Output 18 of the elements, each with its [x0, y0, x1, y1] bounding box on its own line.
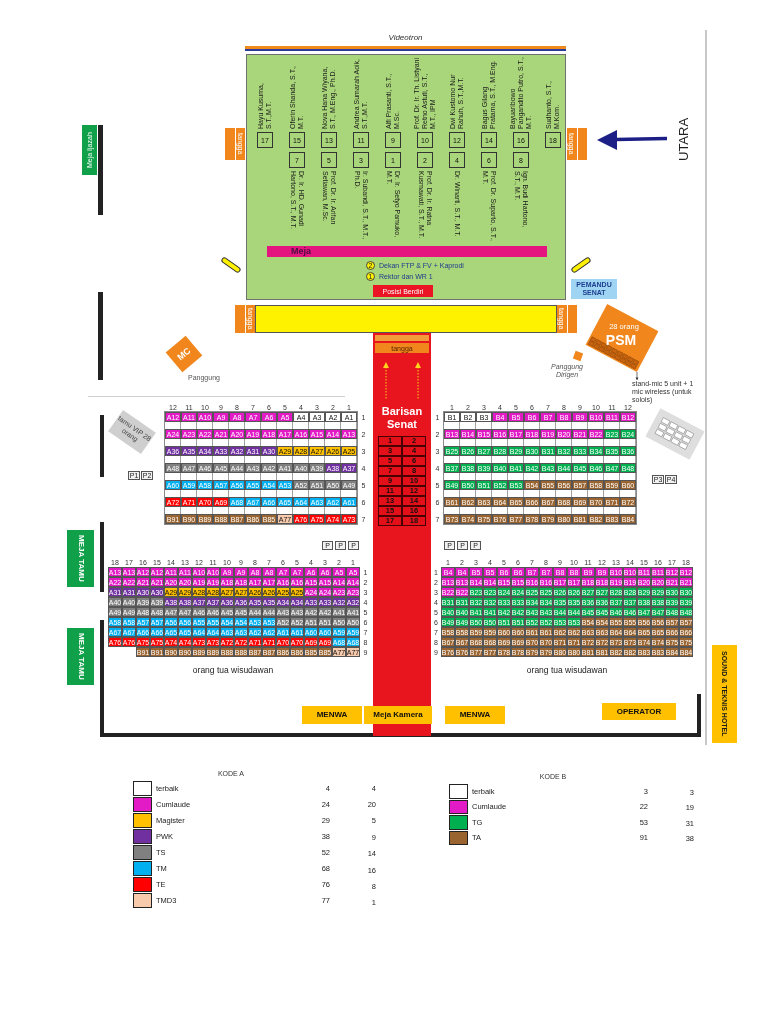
area-sign: OPERATOR: [602, 703, 676, 720]
area-sign: MENWA: [302, 706, 362, 724]
area-sign: MENWA: [445, 706, 505, 724]
leader-line: [635, 371, 639, 381]
aisle-carpet: [373, 333, 431, 736]
carpet-title: Barisan Senat: [380, 405, 424, 432]
area-sign: Meja Kamera: [364, 706, 432, 724]
stage-platform: [246, 54, 566, 300]
front-platform: [255, 305, 557, 333]
block-caption: orang tua wisudawan: [191, 665, 275, 676]
screen-label: Videotron: [388, 33, 423, 43]
guest-table-sign: MEJA TAMU: [67, 530, 94, 587]
guest-table-sign: MEJA TAMU: [67, 628, 94, 685]
choir-label: PSM: [605, 333, 637, 347]
block-caption: orang tua wisudawan: [525, 665, 609, 676]
mc-stage: MC: [165, 335, 203, 373]
head-table: Meja: [267, 246, 547, 257]
compass-label: UTARA: [674, 116, 692, 163]
